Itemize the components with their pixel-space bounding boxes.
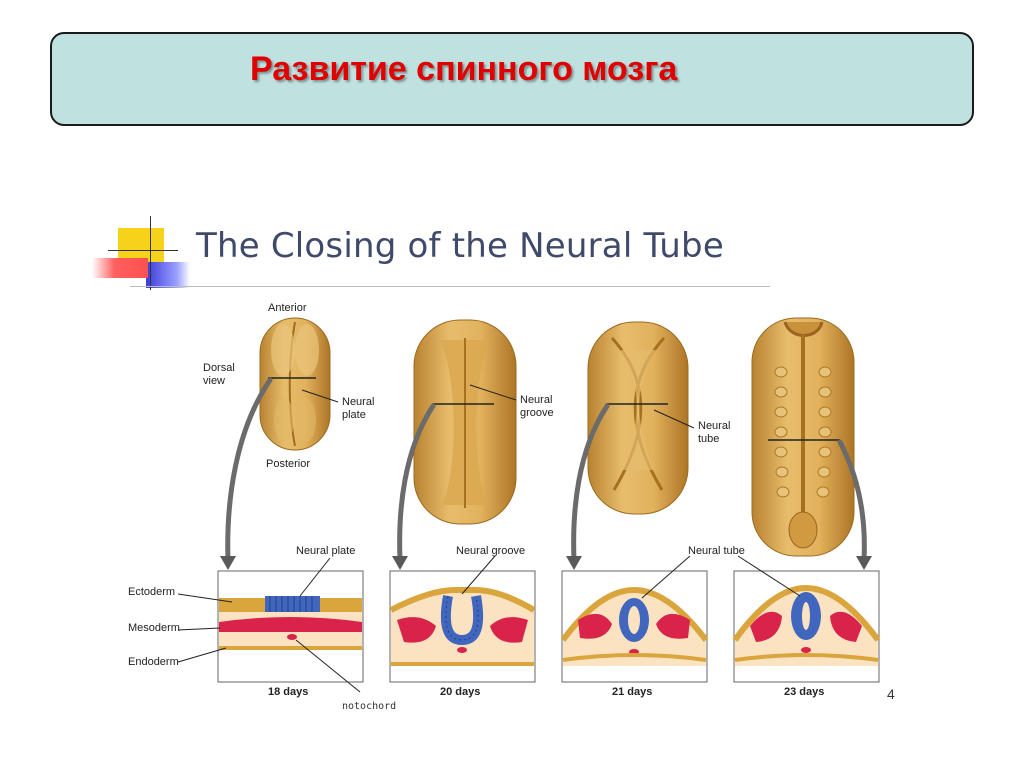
section-23-days: [732, 570, 881, 683]
leader-lines: [177, 384, 801, 693]
label-section-neural-tube: Neural tube: [688, 545, 745, 557]
label-neural-groove-1: Neural: [520, 394, 553, 406]
label-ectoderm: Ectoderm: [128, 586, 176, 598]
arrow-heads: [220, 556, 872, 570]
label-day-18: 18 days: [268, 686, 309, 698]
label-neural-tube-2: tube: [698, 433, 720, 445]
label-notochord: notochord: [342, 701, 397, 712]
label-neural-plate-1: Neural: [342, 396, 375, 408]
decor-vertical-line: [150, 216, 151, 290]
section-18-days: [217, 570, 364, 683]
embryo-21-days: [587, 321, 689, 515]
label-day-20: 20 days: [440, 686, 481, 698]
heading-underline: [130, 286, 770, 287]
label-posterior: Posterior: [266, 458, 311, 470]
label-dorsal-view-2: view: [203, 375, 226, 387]
section-20-days: [389, 570, 536, 683]
slide-title: Развитие спинного мозга: [250, 50, 678, 88]
embryo-20-days: [413, 319, 517, 525]
label-endoderm: Endoderm: [128, 656, 179, 668]
label-neural-tube-1: Neural: [698, 420, 731, 432]
label-day-21: 21 days: [612, 686, 653, 698]
decor-blue-square: [146, 262, 190, 288]
page-number: 4: [887, 686, 895, 702]
title-box: [50, 32, 974, 126]
label-section-neural-plate: Neural plate: [296, 545, 356, 557]
figure-heading: The Closing of the Neural Tube: [196, 226, 724, 266]
label-section-neural-groove: Neural groove: [456, 545, 526, 557]
section-arrows: [225, 377, 867, 563]
embryo-23-days: [751, 317, 855, 557]
label-mesoderm: Mesoderm: [128, 622, 180, 634]
section-21-days: [560, 570, 709, 683]
embryo-18-days: [259, 317, 331, 451]
label-neural-groove-2: groove: [520, 407, 554, 419]
decor-horizontal-line: [108, 250, 178, 251]
label-day-23: 23 days: [784, 686, 825, 698]
label-neural-plate-2: plate: [342, 409, 366, 421]
decor-red-bar: [92, 258, 148, 278]
label-dorsal-view-1: Dorsal: [203, 362, 235, 374]
label-anterior: Anterior: [268, 302, 307, 314]
